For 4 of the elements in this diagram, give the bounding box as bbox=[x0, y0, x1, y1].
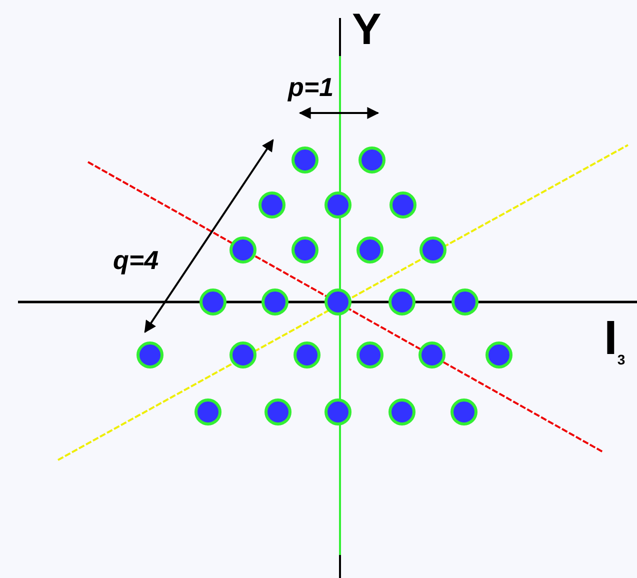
axis-label: Y bbox=[352, 8, 382, 52]
dimension-label: p=1 bbox=[288, 74, 334, 100]
axis-label: I$_{3}$ bbox=[604, 315, 626, 367]
dimension-label: q=4 bbox=[113, 247, 159, 273]
